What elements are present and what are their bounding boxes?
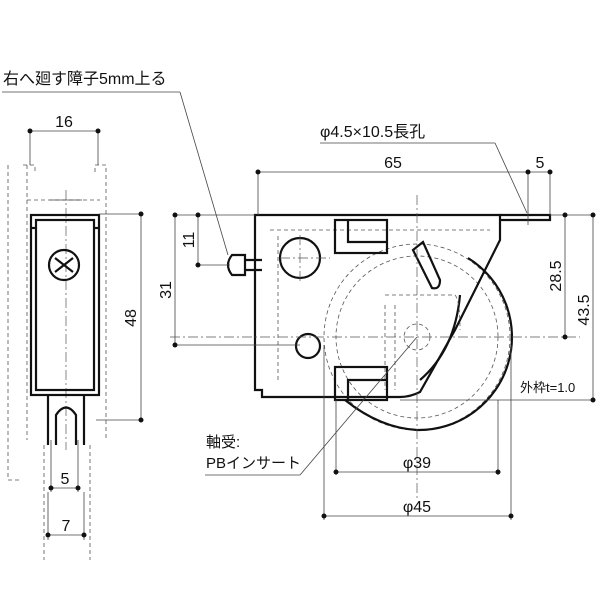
slot-hole-note: φ4.5×10.5長孔 xyxy=(320,123,425,141)
side-dimensions xyxy=(27,128,144,540)
dim-side-width: 16 xyxy=(55,114,73,131)
shoji-note-leader xyxy=(2,91,229,256)
dim-wheel-outer-width: 7 xyxy=(62,518,71,535)
dim-wheel-width: 5 xyxy=(61,471,70,488)
dim-axle-height: 28.5 xyxy=(548,260,565,291)
dim-body-length: 65 xyxy=(384,155,402,172)
side-view xyxy=(7,164,107,560)
dim-inner-diameter: φ39 xyxy=(403,455,431,472)
dim-outer-diameter: φ45 xyxy=(403,499,431,516)
dim-hole-height: 31 xyxy=(158,281,175,299)
shoji-note: 右へ廻す障子5mm上る xyxy=(3,70,167,88)
bearing-label: 軸受: xyxy=(206,434,240,451)
dim-side-height: 48 xyxy=(123,309,140,327)
screw-icon xyxy=(47,248,81,282)
frame-thickness-note: 外枠t=1.0 xyxy=(520,380,575,395)
dim-total-height: 43.5 xyxy=(576,294,593,325)
dim-pin-height: 11 xyxy=(181,232,198,249)
front-dimensions xyxy=(172,142,596,520)
dim-flange-length: 5 xyxy=(536,155,545,172)
bearing-type: PBインサート xyxy=(206,455,301,472)
front-view xyxy=(170,195,580,500)
